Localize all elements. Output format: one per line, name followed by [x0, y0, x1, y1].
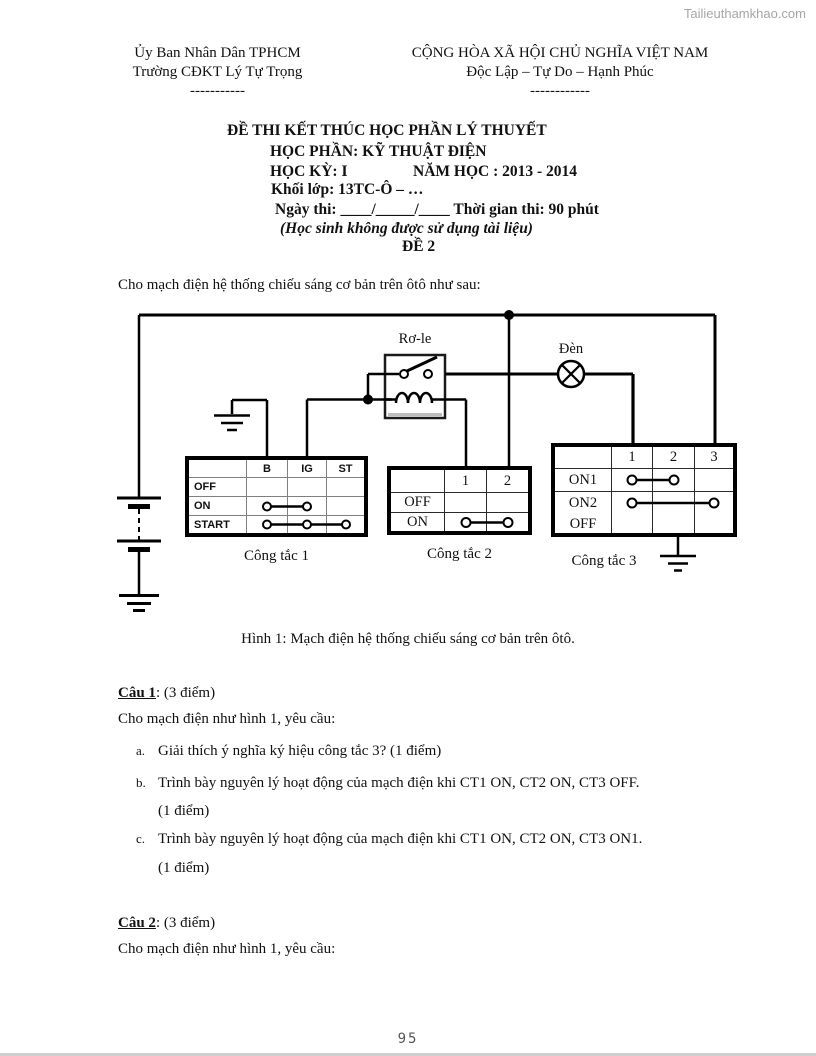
title-line5: Ngày thi: ____/_____/____ Thời gian thi:…: [275, 201, 599, 218]
switch3-name: Công tắc 3: [571, 553, 637, 569]
question2-label: Câu 2: [118, 915, 156, 931]
header-right: CỘNG HÒA XÃ HỘI CHỦ NGHĨA VIỆT NAM Độc L…: [395, 44, 725, 101]
switch1-table: B IG ST OFF ON START: [185, 456, 368, 537]
switch1-row-on: ON: [189, 497, 247, 516]
table-cell: [653, 492, 695, 515]
switch3-header-1: 1: [612, 447, 653, 469]
switch1-name: Công tắc 1: [244, 548, 309, 564]
table-cell: [247, 516, 288, 533]
junction-dot: [363, 394, 373, 405]
table-cell: [695, 492, 733, 515]
junction-dot: [504, 310, 514, 320]
item-a-text: Giải thích ý nghĩa ký hiệu công tắc 3? (…: [158, 743, 442, 759]
table-cell: [189, 460, 247, 478]
switch1-header-st: ST: [327, 460, 364, 478]
table-cell: [653, 515, 695, 533]
table-cell: [327, 478, 364, 497]
lamp-label: Đèn: [558, 341, 584, 357]
battery-symbol: [117, 496, 161, 595]
title-line4: Khối lớp: 13TC-Ô – …: [271, 181, 424, 198]
list-item-b-line2: (1 điểm): [158, 803, 210, 819]
title-line7: ĐỀ 2: [402, 238, 436, 255]
title-line6: (Học sinh không được sử dụng tài liệu): [280, 220, 533, 237]
relay-contact: [394, 355, 438, 404]
switch3-row-on2: ON2: [555, 492, 612, 515]
question1-points: : (3 điểm): [155, 685, 216, 701]
table-cell: [612, 515, 653, 533]
title-line2: HỌC PHẦN: KỸ THUẬT ĐIỆN: [270, 143, 487, 160]
page-number: 95: [397, 1031, 419, 1047]
table-cell: [391, 470, 445, 493]
question1-heading: Câu 1: (3 điểm): [118, 685, 215, 702]
table-cell: [695, 515, 733, 533]
figure-caption: Hình 1: Mạch điện hệ thống chiếu sáng cơ…: [241, 631, 575, 647]
table-cell: [612, 492, 653, 515]
item-c-text: Trình bày nguyên lý hoạt động của mạch đ…: [158, 831, 643, 847]
question2-points: : (3 điểm): [155, 915, 216, 931]
switch2-row-off: OFF: [391, 493, 445, 513]
switch2-header-1: 1: [445, 470, 487, 493]
header-left-dashes: -----------: [190, 83, 245, 99]
lamp-symbol: [556, 359, 586, 389]
page-bottom-edge: [0, 1053, 816, 1056]
table-cell: [288, 497, 327, 516]
switch3-row-off: OFF: [555, 515, 612, 533]
switch2-header-2: 2: [487, 470, 528, 493]
relay-coil: [394, 391, 434, 404]
question1-intro: Cho mạch điện như hình 1, yêu cầu:: [118, 711, 336, 727]
title-line1: ĐỀ THI KẾT THÚC HỌC PHẦN LÝ THUYẾT: [227, 122, 547, 139]
item-c-marker: c.: [136, 831, 146, 846]
item-a-marker: a.: [136, 743, 146, 758]
table-cell: [653, 469, 695, 492]
item-b-marker: b.: [136, 775, 146, 790]
list-item-a: a. Giải thích ý nghĩa ký hiệu công tắc 3?…: [136, 743, 441, 760]
ground-icon: [214, 414, 250, 432]
switch1-row-off: OFF: [189, 478, 247, 497]
question2-intro: Cho mạch điện như hình 1, yêu cầu:: [118, 941, 336, 957]
table-cell: [612, 469, 653, 492]
list-item-c: c. Trình bày nguyên lý hoạt động của mạch…: [136, 831, 642, 848]
title-line3b: NĂM HỌC : 2013 - 2014: [413, 163, 578, 180]
watermark: Tailieuthamkhao.com: [683, 6, 806, 21]
switch3-row-on1: ON1: [555, 469, 612, 492]
header-right-dashes: ------------: [530, 83, 590, 99]
header-left-line2: Trường CĐKT Lý Tự Trọng: [132, 64, 303, 80]
header-right-line1: CỘNG HÒA XÃ HỘI CHỦ NGHĨA VIỆT NAM: [411, 45, 709, 61]
switch1-header-ig: IG: [288, 460, 327, 478]
header-left-line1: Ủy Ban Nhân Dân TPHCM: [134, 45, 301, 61]
table-cell: [487, 513, 528, 531]
table-cell: [247, 497, 288, 516]
table-cell: [327, 516, 364, 533]
ground-icon: [119, 594, 159, 612]
ground-icon: [660, 533, 696, 572]
switch1-row-start: START: [189, 516, 247, 533]
relay-label: Rơ-le: [398, 331, 432, 347]
list-item-b: b. Trình bày nguyên lý hoạt động của mạch…: [136, 775, 640, 792]
header-right-line2: Độc Lập – Tự Do – Hạnh Phúc: [466, 64, 654, 80]
table-cell: [487, 493, 528, 513]
table-cell: [327, 497, 364, 516]
table-cell: [288, 478, 327, 497]
title-line3a: HỌC KỲ: I: [270, 163, 348, 180]
list-item-c-line2: (1 điểm): [158, 860, 210, 876]
relay-symbol: [383, 353, 447, 420]
table-cell: [445, 513, 487, 531]
question1-label: Câu 1: [118, 685, 156, 701]
table-cell: [288, 516, 327, 533]
item-b-text: Trình bày nguyên lý hoạt động của mạch đ…: [158, 775, 640, 791]
question2-heading: Câu 2: (3 điểm): [118, 915, 215, 932]
header-left: Ủy Ban Nhân Dân TPHCM Trường CĐKT Lý Tự …: [110, 44, 325, 101]
table-cell: [445, 493, 487, 513]
switch3-header-3: 3: [695, 447, 733, 469]
switch2-row-on: ON: [391, 513, 445, 531]
switch2-name: Công tắc 2: [427, 546, 492, 562]
switch2-table: 1 2 OFF ON: [387, 466, 532, 535]
table-cell: [695, 469, 733, 492]
switch3-table: 1 2 3 ON1 ON2 OFF: [551, 443, 737, 537]
table-cell: [247, 478, 288, 497]
intro-text: Cho mạch điện hệ thống chiếu sáng cơ bản…: [118, 277, 481, 293]
switch1-header-b: B: [247, 460, 288, 478]
table-cell: [555, 447, 612, 469]
switch3-header-2: 2: [653, 447, 695, 469]
